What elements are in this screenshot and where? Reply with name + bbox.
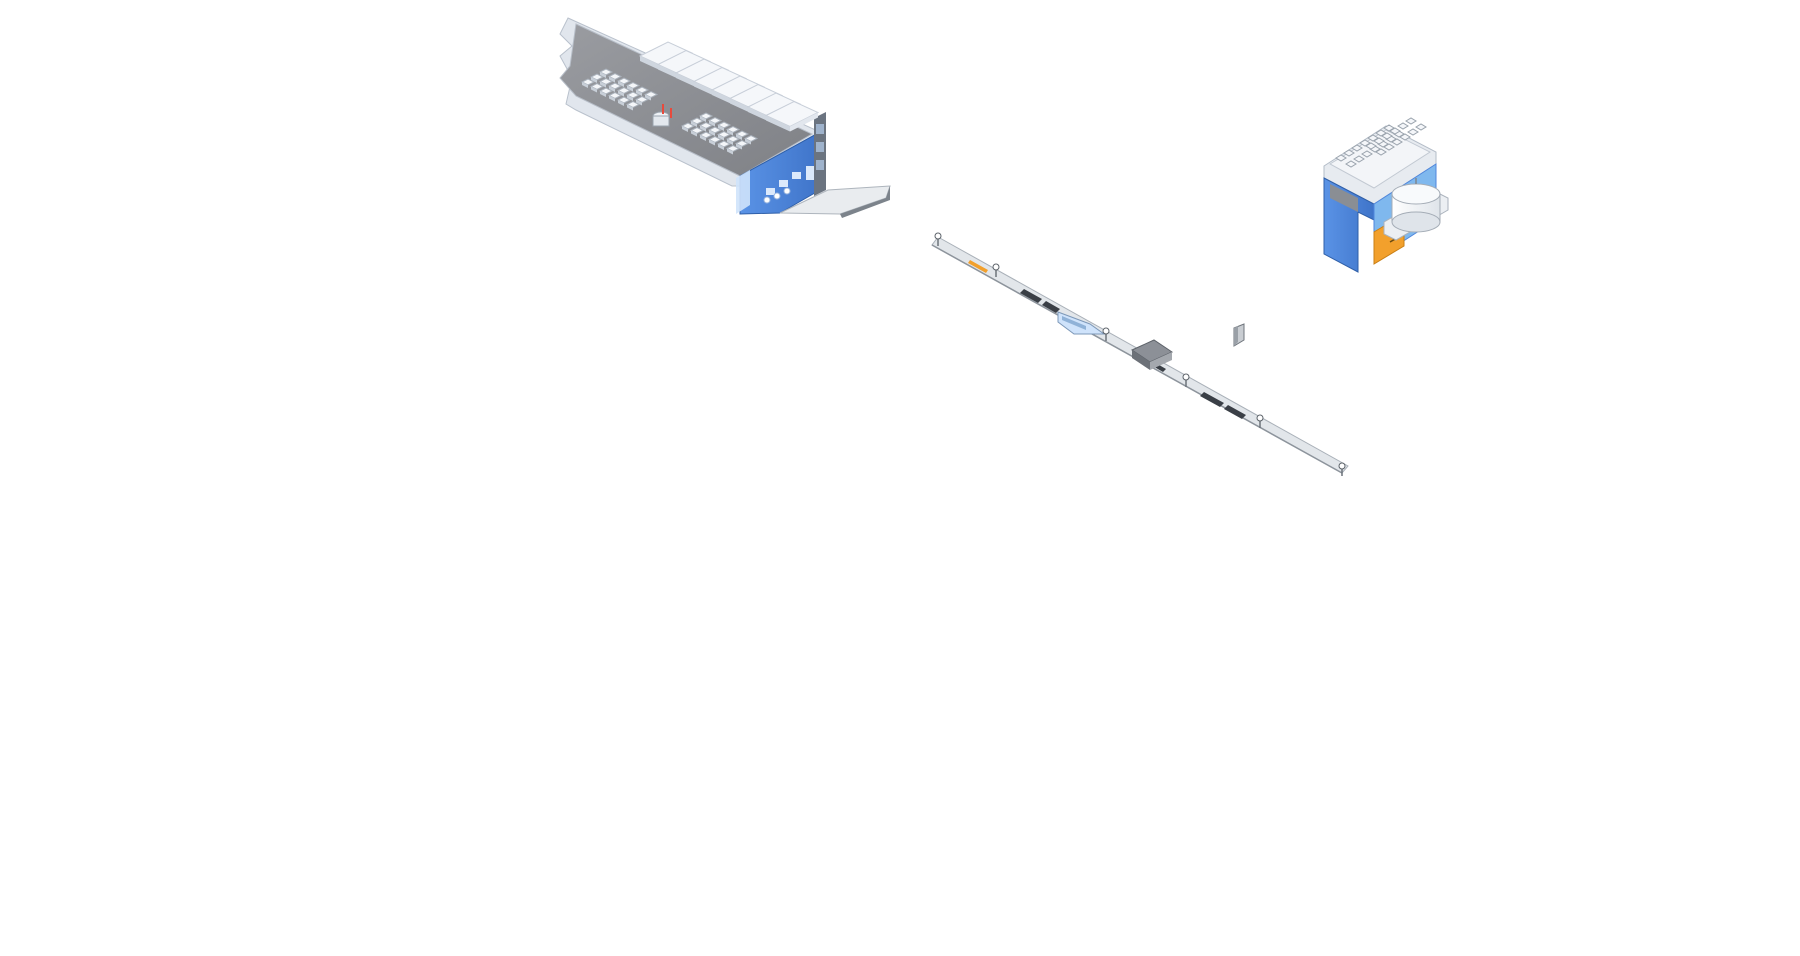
roof-unit-side — [627, 95, 633, 101]
roof-unit-side — [691, 121, 697, 127]
roof-unit-side — [709, 120, 715, 127]
roof-unit-side — [609, 76, 615, 83]
roof-unit-side — [745, 138, 751, 145]
roof-unit-side — [727, 139, 733, 145]
roof-unit-side — [600, 81, 606, 88]
main-building-roof-panels — [638, 41, 820, 132]
small-building-roof-units — [1335, 117, 1427, 168]
street-light-icon — [1102, 327, 1110, 335]
street-light-icon — [1256, 414, 1264, 422]
main-building-facade-windows — [763, 166, 814, 204]
main-building-ramp-rail — [840, 186, 890, 218]
roof-unit-side — [627, 85, 633, 92]
roof-unit-side — [727, 129, 733, 136]
roof-unit-side — [627, 104, 633, 111]
roof-unit-side — [700, 116, 706, 122]
street-lights — [934, 232, 1346, 476]
roof-unit — [1407, 128, 1419, 136]
small-building-left-wall-gray — [1330, 184, 1358, 212]
roof-unit — [1405, 117, 1417, 125]
main-building-vents — [652, 104, 672, 127]
roof-unit — [1367, 134, 1379, 142]
roof-unit — [1375, 129, 1387, 137]
roof-unit — [1365, 142, 1377, 150]
roof-unit — [1389, 127, 1401, 135]
roof-unit-side — [691, 130, 697, 137]
roof-unit-side — [736, 134, 742, 140]
small-building[interactable] — [1323, 117, 1449, 273]
roof-unit — [1383, 143, 1395, 151]
road-segment[interactable] — [931, 232, 1349, 476]
marker-shade — [1234, 326, 1238, 346]
roof-unit — [1391, 138, 1403, 146]
street-light-icon — [934, 232, 942, 240]
street-light-icon — [992, 263, 1000, 271]
road-accent — [968, 260, 988, 273]
roof-unit — [1375, 148, 1387, 156]
roof-unit-side — [582, 82, 588, 88]
roof-unit-side — [718, 144, 724, 150]
main-building-roof-units — [580, 68, 759, 155]
roof-unit — [1381, 132, 1393, 140]
roof-unit — [1353, 155, 1365, 163]
roof-unit — [1415, 123, 1427, 131]
roof-unit — [1383, 124, 1395, 132]
roof-unit — [1397, 122, 1409, 130]
roof-unit-side — [618, 100, 624, 106]
roof-unit-side — [636, 90, 642, 96]
road-markings — [1020, 289, 1246, 419]
roof-unit-side — [609, 86, 615, 92]
small-marker[interactable] — [1233, 323, 1245, 347]
roof-unit — [1343, 149, 1355, 157]
roof-unit-side — [736, 143, 742, 150]
main-building-stair-tower — [814, 112, 826, 196]
tank-icon — [1391, 178, 1441, 233]
roof-unit-side — [718, 125, 724, 131]
roof-unit-side — [600, 72, 606, 78]
street-light-icon — [1182, 373, 1190, 381]
roof-panel-side — [790, 112, 818, 132]
roof-unit-side — [709, 130, 715, 136]
roof-unit — [1361, 150, 1373, 158]
roof-unit-side — [645, 94, 651, 101]
roof-unit-side — [682, 126, 688, 132]
roof-unit — [1373, 137, 1385, 145]
roof-panel-side — [766, 115, 790, 132]
roof-unit — [1359, 139, 1371, 147]
roof-unit — [1399, 133, 1411, 141]
roof-unit — [1345, 160, 1357, 168]
roof-unit — [1351, 144, 1363, 152]
roof-unit-side — [636, 99, 642, 106]
roof-unit-side — [618, 81, 624, 87]
roof-unit-side — [618, 90, 624, 97]
roof-unit-side — [700, 125, 706, 132]
main-building[interactable] — [559, 17, 891, 218]
roof-unit-side — [591, 86, 597, 93]
road-vehicle — [1057, 311, 1106, 335]
roof-unit-side — [609, 95, 615, 102]
roof-unit-side — [700, 135, 706, 141]
road-booth — [1130, 339, 1174, 370]
street-light-icon — [1338, 462, 1346, 470]
roof-unit-side — [591, 77, 597, 83]
roof-unit-side — [718, 134, 724, 141]
roof-unit-side — [727, 148, 733, 155]
main-building-facade-light — [736, 170, 750, 214]
roof-unit-side — [600, 91, 606, 97]
roof-unit-side — [709, 139, 715, 146]
roof-unit — [1335, 154, 1347, 162]
